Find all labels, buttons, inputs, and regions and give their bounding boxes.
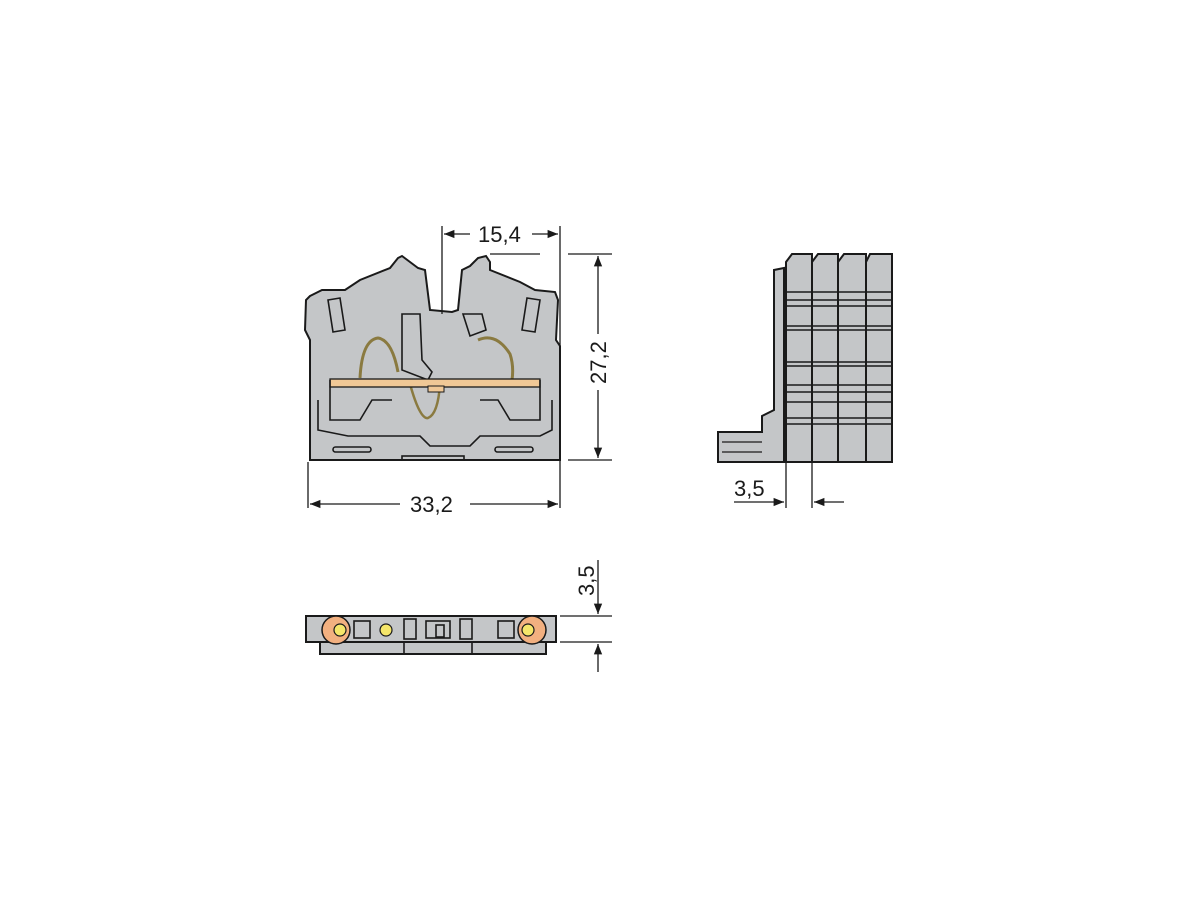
center-clamp-spring — [408, 383, 442, 420]
front-housing — [303, 254, 561, 461]
dim-height: 27,2 — [586, 341, 611, 384]
dim-pitch: 3,5 — [734, 476, 765, 501]
side-modules — [785, 253, 893, 463]
dim-half-width: 15,4 — [478, 222, 521, 247]
center-left-frame — [401, 313, 433, 382]
center-led — [379, 623, 393, 637]
left-slot — [332, 446, 372, 453]
top-cells — [353, 618, 515, 654]
jumper-tab — [427, 385, 445, 393]
dim-thickness: 3,5 — [574, 565, 599, 596]
right-led — [521, 623, 535, 637]
side-base-extension — [717, 266, 785, 463]
left-latch — [327, 297, 346, 333]
right-clamp-spring — [477, 336, 515, 381]
top-base — [319, 641, 547, 655]
center-right-frame — [461, 313, 487, 338]
base-rail — [317, 400, 553, 447]
left-clamp-spring — [358, 336, 400, 379]
right-slot — [494, 446, 534, 453]
bottom-foot — [401, 455, 465, 461]
side-grooves — [786, 291, 892, 425]
right-channel — [480, 380, 541, 421]
top-view: 3,5 — [305, 560, 612, 672]
left-led — [333, 623, 347, 637]
left-channel — [329, 380, 392, 421]
right-latch — [521, 297, 541, 333]
side-view: 3,5 — [717, 253, 893, 508]
dim-width: 33,2 — [410, 492, 453, 517]
front-view: 15,4 27,2 33,2 — [303, 222, 612, 517]
